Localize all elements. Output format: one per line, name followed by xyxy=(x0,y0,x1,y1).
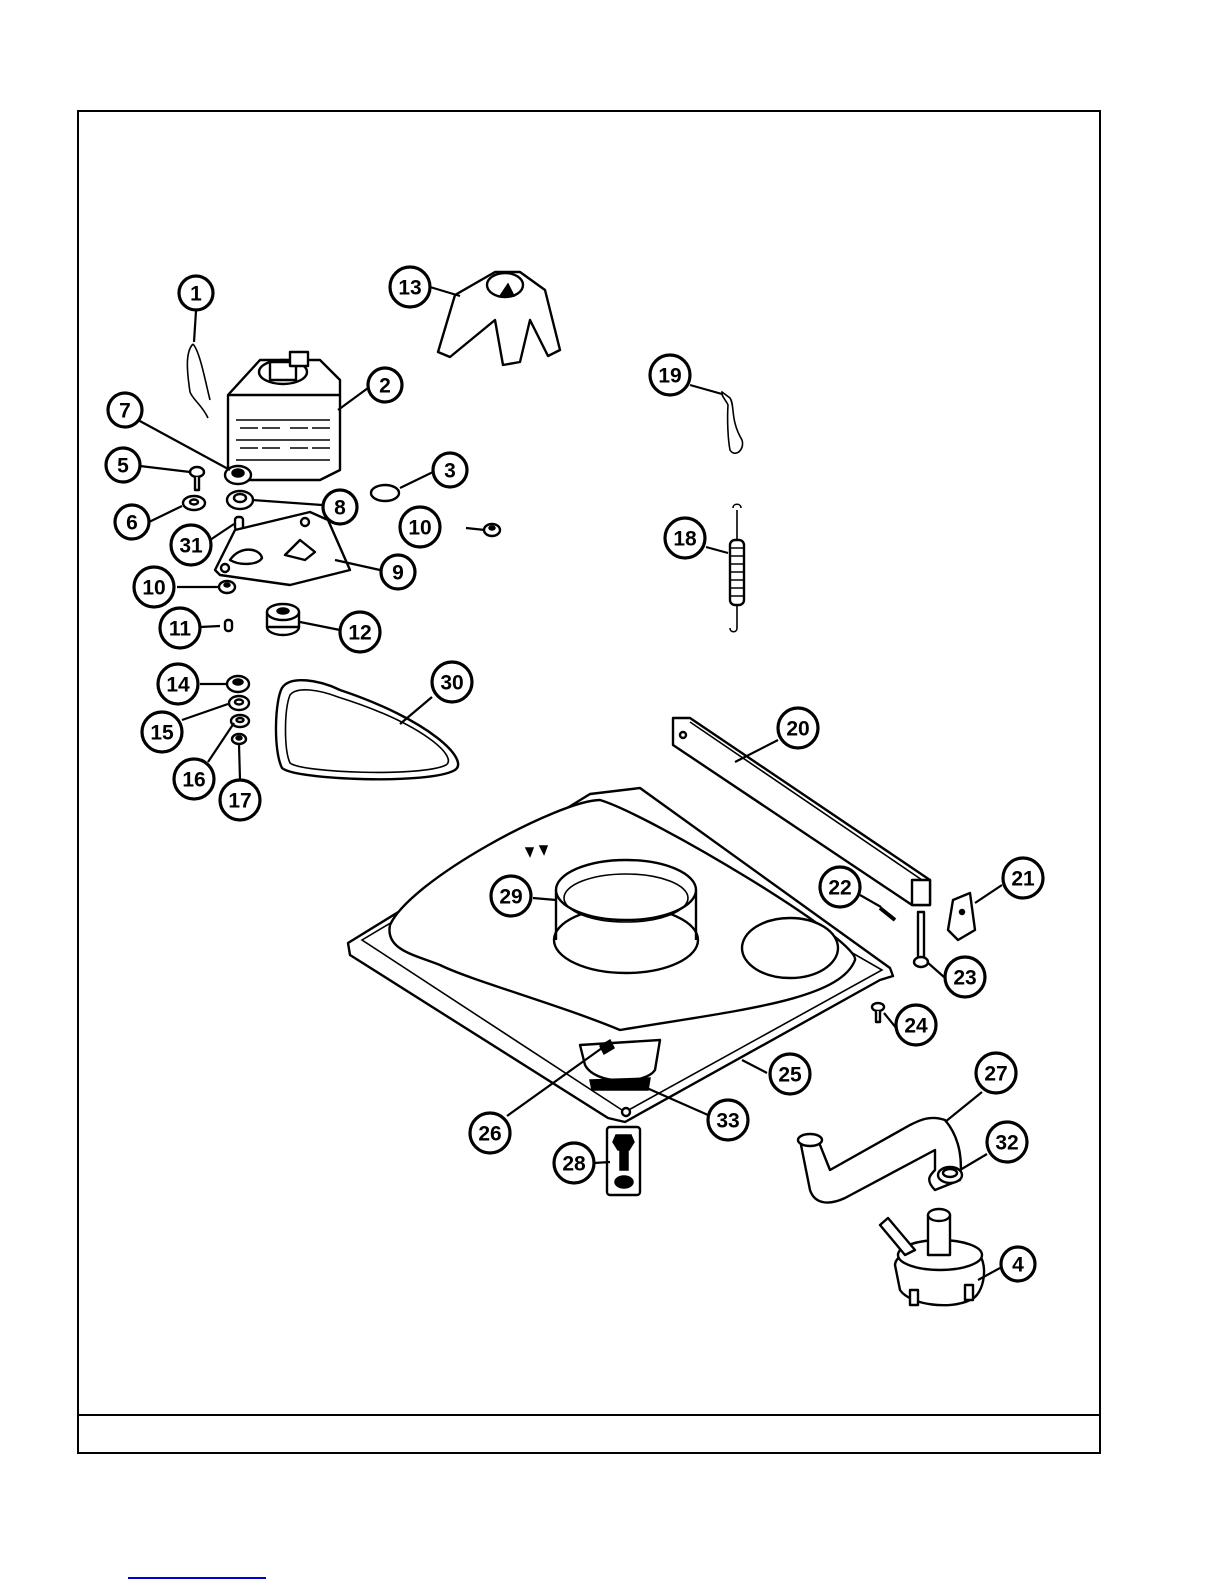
callout-24: 24 xyxy=(896,1005,936,1045)
callout-4: 4 xyxy=(1001,1247,1035,1281)
part-3-cap xyxy=(371,485,399,501)
svg-text:26: 26 xyxy=(478,1123,501,1146)
part-4-pump xyxy=(880,1209,984,1305)
callout-31: 31 xyxy=(171,525,211,565)
callout-8: 8 xyxy=(323,490,357,524)
svg-text:16: 16 xyxy=(182,769,205,792)
part-32-clamp xyxy=(938,1167,962,1183)
callout-29: 29 xyxy=(491,876,531,916)
callout-15: 15 xyxy=(142,712,182,752)
part-21-bracket xyxy=(948,893,975,940)
svg-text:32: 32 xyxy=(995,1132,1018,1155)
part-1-wire-clip xyxy=(187,344,210,418)
callout-27: 27 xyxy=(976,1053,1016,1093)
svg-text:3: 3 xyxy=(444,460,456,483)
svg-text:10: 10 xyxy=(142,577,165,600)
svg-text:13: 13 xyxy=(398,277,421,300)
callout-13: 13 xyxy=(390,267,430,307)
callout-20: 20 xyxy=(778,708,818,748)
part-28-bolt-assembly xyxy=(607,1127,640,1195)
callout-5: 5 xyxy=(106,448,140,482)
callout-16: 16 xyxy=(174,759,214,799)
svg-text:14: 14 xyxy=(166,674,190,697)
callout-25: 25 xyxy=(770,1054,810,1094)
part-18-spring xyxy=(730,504,744,632)
svg-text:12: 12 xyxy=(348,622,371,645)
part-13-spider xyxy=(438,272,560,365)
callout-1: 1 xyxy=(179,276,213,310)
part-8-bearing xyxy=(227,491,253,509)
callout-30: 30 xyxy=(432,662,472,702)
callout-23: 23 xyxy=(945,957,985,997)
svg-text:25: 25 xyxy=(778,1064,802,1087)
callout-22: 22 xyxy=(820,867,860,907)
part-2-motor xyxy=(228,352,340,480)
svg-text:22: 22 xyxy=(828,877,851,900)
svg-text:24: 24 xyxy=(904,1015,928,1038)
callout-33: 33 xyxy=(708,1100,748,1140)
svg-text:9: 9 xyxy=(392,562,404,585)
part-10-nut-left xyxy=(219,581,235,593)
callout-2: 2 xyxy=(368,368,402,402)
callout-18: 18 xyxy=(665,518,705,558)
part-30-belt xyxy=(276,680,458,779)
part-23-bolt xyxy=(914,912,928,967)
svg-text:31: 31 xyxy=(179,535,203,558)
callout-21: 21 xyxy=(1003,858,1043,898)
svg-text:27: 27 xyxy=(984,1063,1007,1086)
part-10-nut-right xyxy=(484,524,500,536)
svg-text:1: 1 xyxy=(190,283,202,306)
part-27-hose xyxy=(798,1118,961,1203)
part-29-seal-ring xyxy=(554,860,698,973)
callout-3: 3 xyxy=(433,453,467,487)
callout-9: 9 xyxy=(381,555,415,589)
svg-text:10: 10 xyxy=(408,517,431,540)
callout-6: 6 xyxy=(115,505,149,539)
svg-text:8: 8 xyxy=(334,497,346,520)
callout-7: 7 xyxy=(108,393,142,427)
svg-text:6: 6 xyxy=(126,512,138,535)
svg-text:33: 33 xyxy=(716,1110,739,1133)
svg-text:2: 2 xyxy=(379,375,391,398)
callout-11: 11 xyxy=(160,608,200,648)
svg-text:19: 19 xyxy=(658,365,681,388)
part-19-hook xyxy=(722,392,743,453)
callout-26: 26 xyxy=(470,1113,510,1153)
svg-text:28: 28 xyxy=(562,1153,586,1176)
svg-text:15: 15 xyxy=(150,722,174,745)
svg-text:30: 30 xyxy=(440,672,463,695)
svg-text:23: 23 xyxy=(953,967,976,990)
part-14-bearing xyxy=(227,676,249,692)
svg-text:11: 11 xyxy=(169,618,192,641)
callout-28: 28 xyxy=(554,1143,594,1183)
callout-17: 17 xyxy=(220,780,260,820)
part-22-pin xyxy=(880,908,895,920)
part-5-screw xyxy=(190,467,204,490)
callout-32: 32 xyxy=(987,1122,1027,1162)
svg-text:20: 20 xyxy=(786,718,809,741)
svg-text:29: 29 xyxy=(499,886,522,909)
part-11-pin xyxy=(225,620,232,631)
svg-text:17: 17 xyxy=(228,790,251,813)
svg-text:7: 7 xyxy=(119,400,131,423)
hyperlink-underline[interactable] xyxy=(128,1577,266,1579)
part-15-washer xyxy=(229,696,249,710)
callout-19: 19 xyxy=(650,355,690,395)
part-6-washer xyxy=(183,496,205,510)
svg-text:4: 4 xyxy=(1012,1254,1024,1277)
callout-10-right: 10 xyxy=(400,507,440,547)
svg-text:18: 18 xyxy=(673,528,697,551)
callout-14: 14 xyxy=(158,664,198,704)
part-12-pulley xyxy=(267,604,299,635)
part-24-screw xyxy=(872,1003,884,1022)
callout-12: 12 xyxy=(340,612,380,652)
part-17-nut xyxy=(232,734,246,744)
svg-text:5: 5 xyxy=(117,455,129,478)
svg-text:21: 21 xyxy=(1011,868,1035,891)
callout-10-left: 10 xyxy=(134,567,174,607)
